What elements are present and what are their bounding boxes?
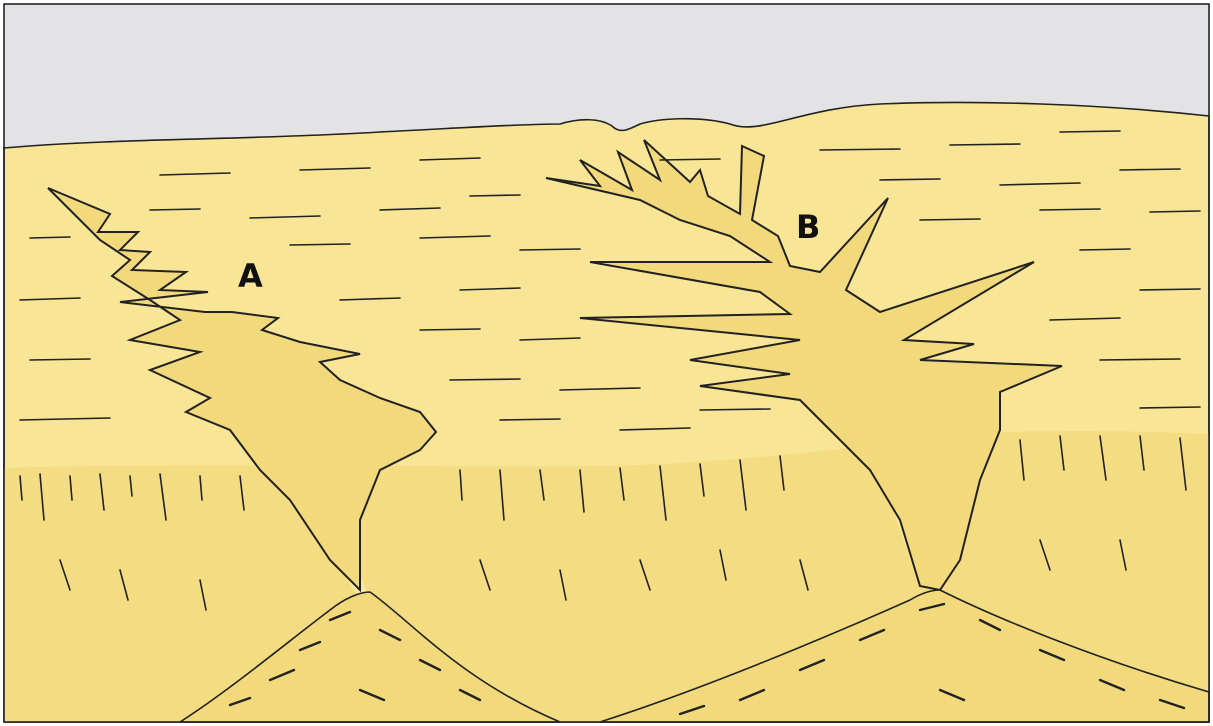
- label-b: B: [796, 208, 820, 246]
- label-a: A: [238, 257, 263, 295]
